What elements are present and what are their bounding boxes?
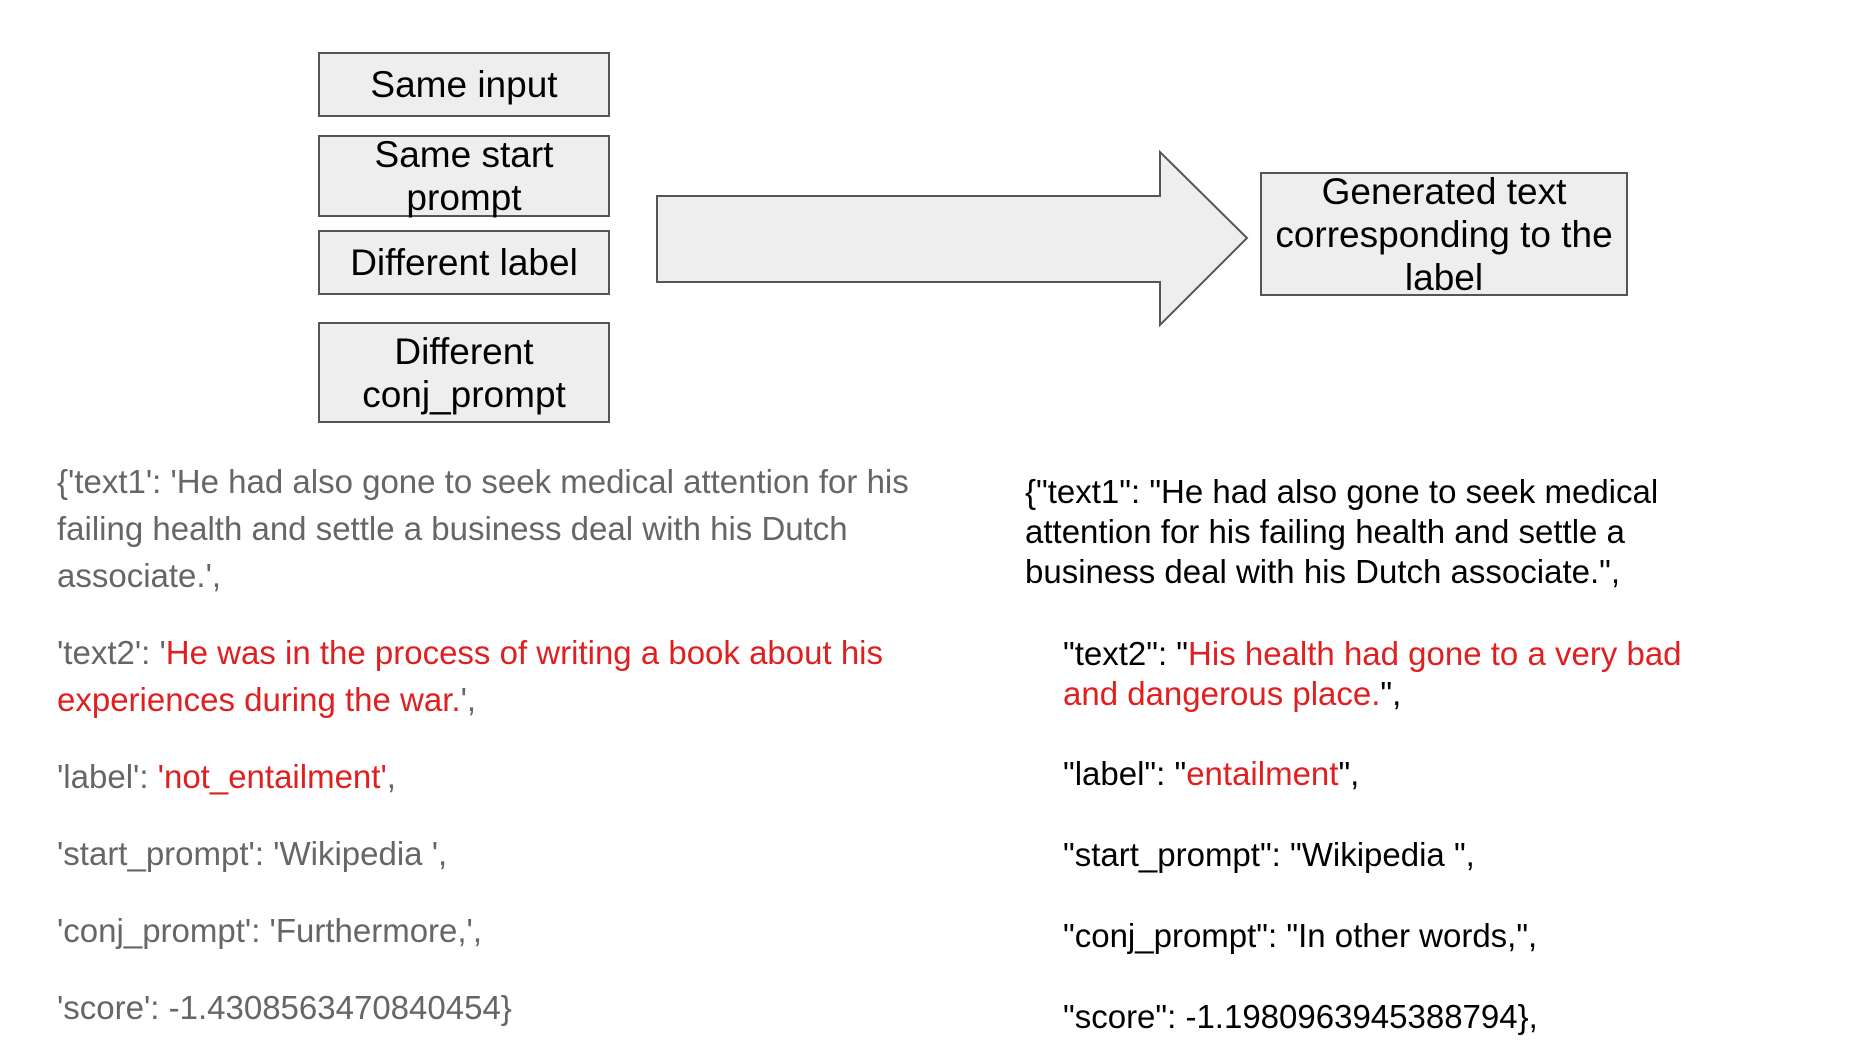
right-text2-prefix: "text2": " bbox=[1063, 635, 1189, 672]
left-text1-line: {'text1': 'He had also gone to seek medi… bbox=[57, 463, 909, 594]
left-start-prompt-line: 'start_prompt': 'Wikipedia ', bbox=[57, 835, 448, 872]
right-text2-line: "text2": "His health had gone to a very … bbox=[1025, 634, 1745, 714]
left-label-line: 'label': 'not_entailment', bbox=[57, 753, 957, 800]
process-arrow bbox=[656, 150, 1249, 328]
left-text2-line: 'text2': 'He was in the process of writi… bbox=[57, 629, 957, 723]
right-label-value: entailment bbox=[1186, 755, 1339, 792]
different-label-box: Different label bbox=[318, 230, 610, 295]
different-conj-prompt-box: Different conj_prompt bbox=[318, 322, 610, 423]
left-conj-prompt-line: 'conj_prompt': 'Furthermore,', bbox=[57, 912, 483, 949]
right-score-line: "score": -1.1980963945388794}, bbox=[1063, 998, 1538, 1035]
same-start-prompt-box: Same start prompt bbox=[318, 134, 610, 218]
right-start-prompt-line: "start_prompt": "Wikipedia ", bbox=[1063, 836, 1475, 873]
different-label-label: Different label bbox=[350, 242, 578, 283]
left-score-line: 'score': -1.4308563470840454} bbox=[57, 989, 512, 1026]
right-label-line: "label": "entailment", bbox=[1025, 754, 1745, 794]
right-text2-value: His health had gone to a very bad and da… bbox=[1063, 635, 1682, 712]
generated-example: {"text1": "He had also gone to seek medi… bbox=[1025, 472, 1745, 1037]
original-example: {'text1': 'He had also gone to seek medi… bbox=[57, 458, 957, 1031]
right-label-suffix: ", bbox=[1338, 755, 1360, 792]
same-start-prompt-label: Same start prompt bbox=[374, 134, 554, 218]
same-input-box: Same input bbox=[318, 52, 610, 117]
generated-text-label: Generated text corresponding to the labe… bbox=[1275, 170, 1613, 298]
right-text1-line: {"text1": "He had also gone to seek medi… bbox=[1025, 473, 1659, 590]
right-text2-suffix: ", bbox=[1380, 675, 1402, 712]
left-text2-suffix: ', bbox=[460, 681, 477, 718]
right-label-prefix: "label": " bbox=[1063, 755, 1187, 792]
left-label-suffix: , bbox=[386, 758, 396, 795]
right-conj-prompt-line: "conj_prompt": "In other words,", bbox=[1063, 917, 1538, 954]
different-conj-prompt-label: Different conj_prompt bbox=[362, 330, 566, 415]
left-text2-prefix: 'text2': ' bbox=[57, 634, 166, 671]
left-text2-value: He was in the process of writing a book … bbox=[57, 634, 883, 718]
generated-text-box: Generated text corresponding to the labe… bbox=[1260, 170, 1628, 298]
left-label-value: 'not_entailment' bbox=[157, 758, 387, 795]
same-input-label: Same input bbox=[370, 64, 558, 105]
left-label-prefix: 'label': bbox=[57, 758, 158, 795]
